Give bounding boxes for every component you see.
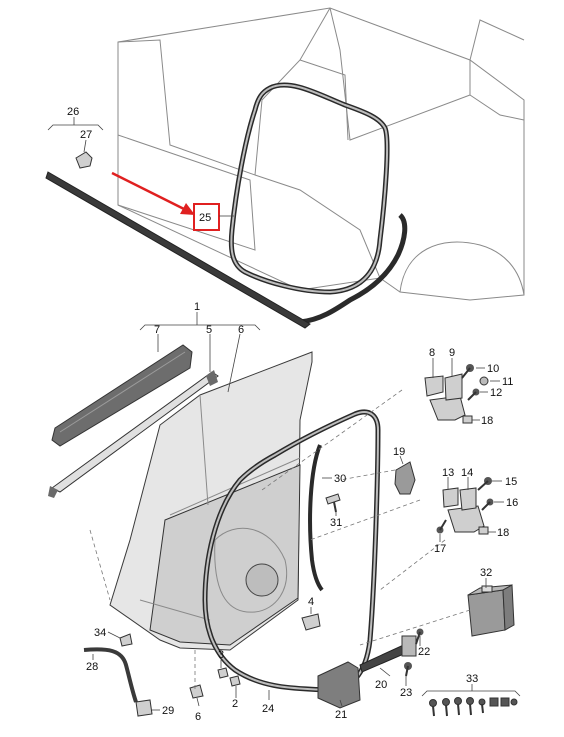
upper-hinge <box>424 373 473 424</box>
callout-20: 20 <box>375 679 387 691</box>
callout-5: 5 <box>206 324 212 336</box>
callout-18-upper: 18 <box>481 415 493 427</box>
callout-2: 2 <box>232 698 238 710</box>
callout-3: 3 <box>218 649 224 661</box>
callout-34: 34 <box>94 627 106 639</box>
highlight-box <box>193 203 220 231</box>
small-bolts-2-3-6 <box>189 667 241 699</box>
callout-31: 31 <box>330 517 342 529</box>
callout-1: 1 <box>194 301 200 313</box>
lower-hinge-bolts <box>436 477 494 534</box>
holder-29 <box>135 699 153 717</box>
callout-10: 10 <box>487 363 499 375</box>
sill-trim-strip <box>45 171 311 329</box>
bolt-31 <box>325 493 341 513</box>
seal-strip-30 <box>308 444 324 592</box>
callout-14: 14 <box>461 467 473 479</box>
rubber-grommet-34 <box>119 633 133 647</box>
callout-13: 13 <box>442 467 454 479</box>
lower-hinge <box>442 487 489 535</box>
cap-19 <box>394 461 416 495</box>
callout-27: 27 <box>80 129 92 141</box>
door-shell <box>109 351 313 651</box>
highlight-arrow <box>111 171 195 215</box>
callout-24: 24 <box>262 703 274 715</box>
callout-32: 32 <box>480 567 492 579</box>
leader-lines <box>47 117 521 711</box>
callout-4: 4 <box>308 596 314 608</box>
assembly-lines <box>89 389 471 690</box>
callout-19: 19 <box>393 446 405 458</box>
callout-17: 17 <box>434 543 446 555</box>
callout-22: 22 <box>418 646 430 658</box>
callout-6: 6 <box>238 324 244 336</box>
door-check-20 <box>359 635 417 673</box>
touch-up-paint-32 <box>467 584 515 637</box>
door-opening-seal <box>228 82 408 325</box>
fastener-set-33 <box>429 697 518 717</box>
callout-15: 15 <box>505 476 517 488</box>
callout-23: 23 <box>400 687 412 699</box>
callout-11: 11 <box>502 376 513 388</box>
callout-9: 9 <box>449 347 455 359</box>
car-body-side <box>117 7 525 301</box>
bolts-22-23 <box>404 628 424 677</box>
window-channel-strip <box>48 370 219 498</box>
clip-27 <box>75 151 93 169</box>
callout-33: 33 <box>466 673 478 685</box>
callout-7: 7 <box>154 324 160 336</box>
callout-21: 21 <box>335 709 347 721</box>
callout-28: 28 <box>86 661 98 673</box>
window-trim <box>51 344 193 447</box>
upper-hinge-bolts <box>461 364 489 401</box>
callout-8: 8 <box>429 347 435 359</box>
callout-29: 29 <box>162 705 174 717</box>
trim-piece-21 <box>317 661 361 709</box>
callout-6-lower: 6 <box>195 711 201 723</box>
callout-30: 30 <box>334 473 346 485</box>
callout-25[interactable]: 25 <box>199 212 211 224</box>
callout-labels: 26 27 25 1 7 5 6 8 9 10 11 12 18 19 13 1… <box>67 106 518 723</box>
callout-16: 16 <box>506 497 518 509</box>
hose-28 <box>83 647 138 703</box>
callout-12: 12 <box>490 387 502 399</box>
callout-18-lower: 18 <box>497 527 509 539</box>
callout-26: 26 <box>67 106 79 118</box>
pin-4 <box>301 613 321 631</box>
